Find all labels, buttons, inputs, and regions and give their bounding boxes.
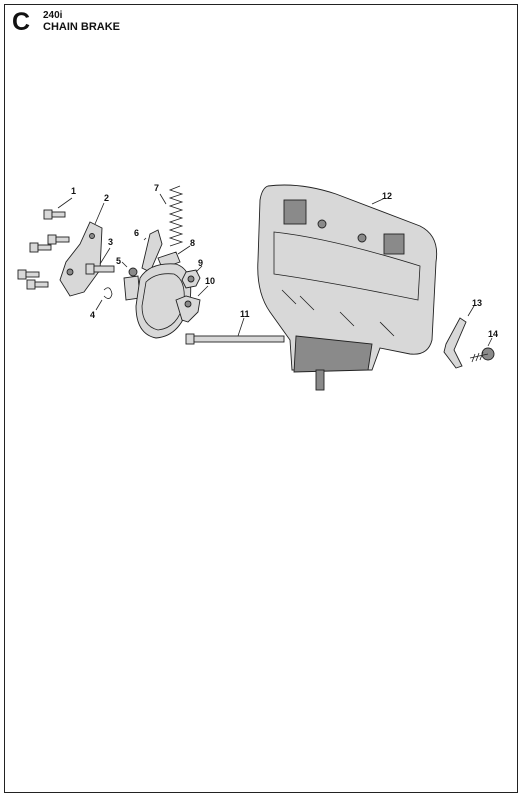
callout-8: 8 [190,238,195,248]
callout-numbers: 1 2 3 4 5 6 7 8 9 10 11 12 13 14 [71,183,498,339]
callout-7: 7 [154,183,159,193]
page-frame [4,4,518,793]
callout-2: 2 [104,193,109,203]
callout-4: 4 [90,310,95,320]
callout-3: 3 [108,237,113,247]
part-13-clip [443,305,475,369]
callout-9: 9 [198,258,203,268]
part-3-pin [85,247,115,275]
part-7-spring [159,185,184,247]
part-9-nut [181,265,203,289]
part-5-lever [121,261,141,301]
callout-10: 10 [205,276,215,286]
section-title: CHAIN BRAKE [43,21,120,33]
callout-1: 1 [71,186,76,196]
part-2-brake-plate [59,202,105,297]
part-6-link [141,229,163,273]
part-11-shaft [185,317,285,345]
callout-5: 5 [116,256,121,266]
callout-6: 6 [134,228,139,238]
part-12-hand-guard [257,184,438,391]
callout-11: 11 [240,309,250,319]
callout-13: 13 [472,298,482,308]
callout-14: 14 [488,329,498,339]
model-name: 240i [43,10,63,21]
part-10-cam [175,285,209,323]
part-4-clip [95,287,113,311]
section-letter: C [12,8,31,36]
callout-12: 12 [382,191,392,201]
part-14-screw [469,337,495,363]
part-1-screws [17,197,73,290]
